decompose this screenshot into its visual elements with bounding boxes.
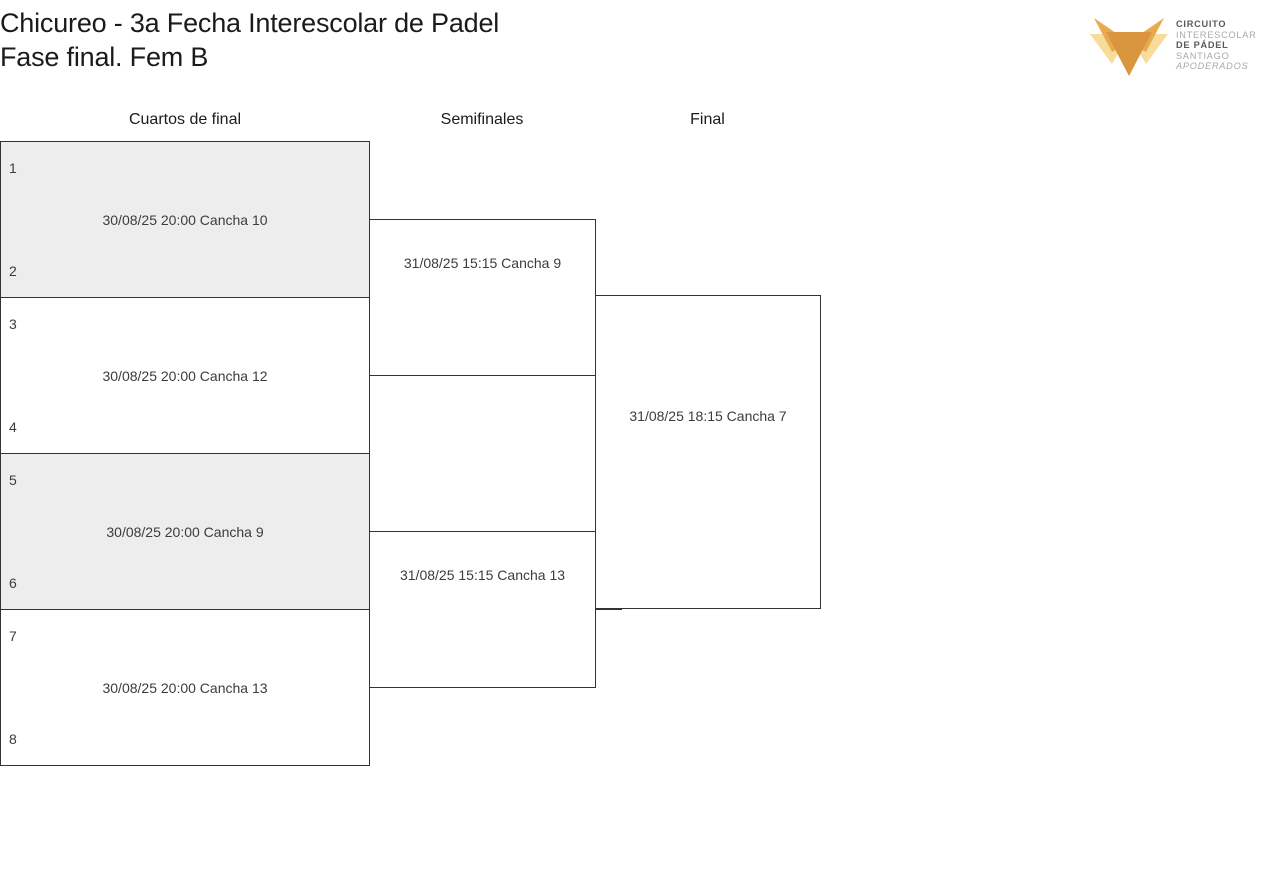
seed-number-top: 3: [9, 316, 17, 332]
match-info: 31/08/25 15:15 Cancha 13: [399, 567, 566, 583]
match-semifinal-2[interactable]: 31/08/25 15:15 Cancha 13: [369, 531, 596, 688]
seed-number-bottom: 2: [9, 263, 17, 279]
seed-number-bottom: 6: [9, 575, 17, 591]
circuito-logo: CIRCUITO INTERESCOLAR DE PÁDEL SANTIAGO …: [1090, 8, 1276, 82]
match-info: 30/08/25 20:00 Cancha 9: [106, 524, 264, 540]
match-info: 30/08/25 20:00 Cancha 12: [102, 368, 268, 384]
seed-number-bottom: 8: [9, 731, 17, 747]
seed-number-top: 7: [9, 628, 17, 644]
match-quarterfinal-1[interactable]: 1 2 30/08/25 20:00 Cancha 10: [0, 141, 370, 298]
logo-line-interescolar: INTERESCOLAR: [1176, 29, 1257, 40]
fox-arrow-logo-icon: [1090, 12, 1168, 78]
logo-line-santiago: SANTIAGO: [1176, 50, 1230, 61]
seed-number-top: 5: [9, 472, 17, 488]
page-title-line-2: Fase final. Fem B: [0, 42, 209, 72]
round-header-cuartos: Cuartos de final: [128, 111, 242, 128]
page-title: Chicureo - 3a Fecha Interescolar de Pade…: [0, 6, 1000, 74]
logo-line-circuito: CIRCUITO: [1176, 19, 1227, 30]
logo-line-de-padel: DE PÁDEL: [1176, 40, 1229, 51]
match-info: 31/08/25 15:15 Cancha 9: [403, 255, 562, 271]
match-quarterfinal-2[interactable]: 3 4 30/08/25 20:00 Cancha 12: [0, 297, 370, 454]
round-header-semifinales: Semifinales: [440, 111, 524, 128]
match-semifinal-1[interactable]: 31/08/25 15:15 Cancha 9: [369, 219, 596, 376]
seed-number-bottom: 4: [9, 419, 17, 435]
match-info: 31/08/25 18:15 Cancha 7: [629, 408, 787, 424]
logo-line-apoderados: APODERADOS: [1176, 61, 1249, 72]
page-title-line-1: Chicureo - 3a Fecha Interescolar de Pade…: [0, 8, 500, 38]
round-header-final: Final: [690, 111, 725, 128]
match-info: 30/08/25 20:00 Cancha 13: [102, 680, 268, 696]
connector-sf2-to-final: [595, 609, 622, 610]
match-final[interactable]: 31/08/25 18:15 Cancha 7: [595, 295, 821, 609]
logo-wordmark: CIRCUITO INTERESCOLAR DE PÁDEL SANTIAGO …: [1176, 18, 1256, 72]
match-quarterfinal-4[interactable]: 7 8 30/08/25 20:00 Cancha 13: [0, 609, 370, 766]
match-info: 30/08/25 20:00 Cancha 10: [102, 212, 268, 228]
match-quarterfinal-3[interactable]: 5 6 30/08/25 20:00 Cancha 9: [0, 453, 370, 610]
seed-number-top: 1: [9, 160, 17, 176]
